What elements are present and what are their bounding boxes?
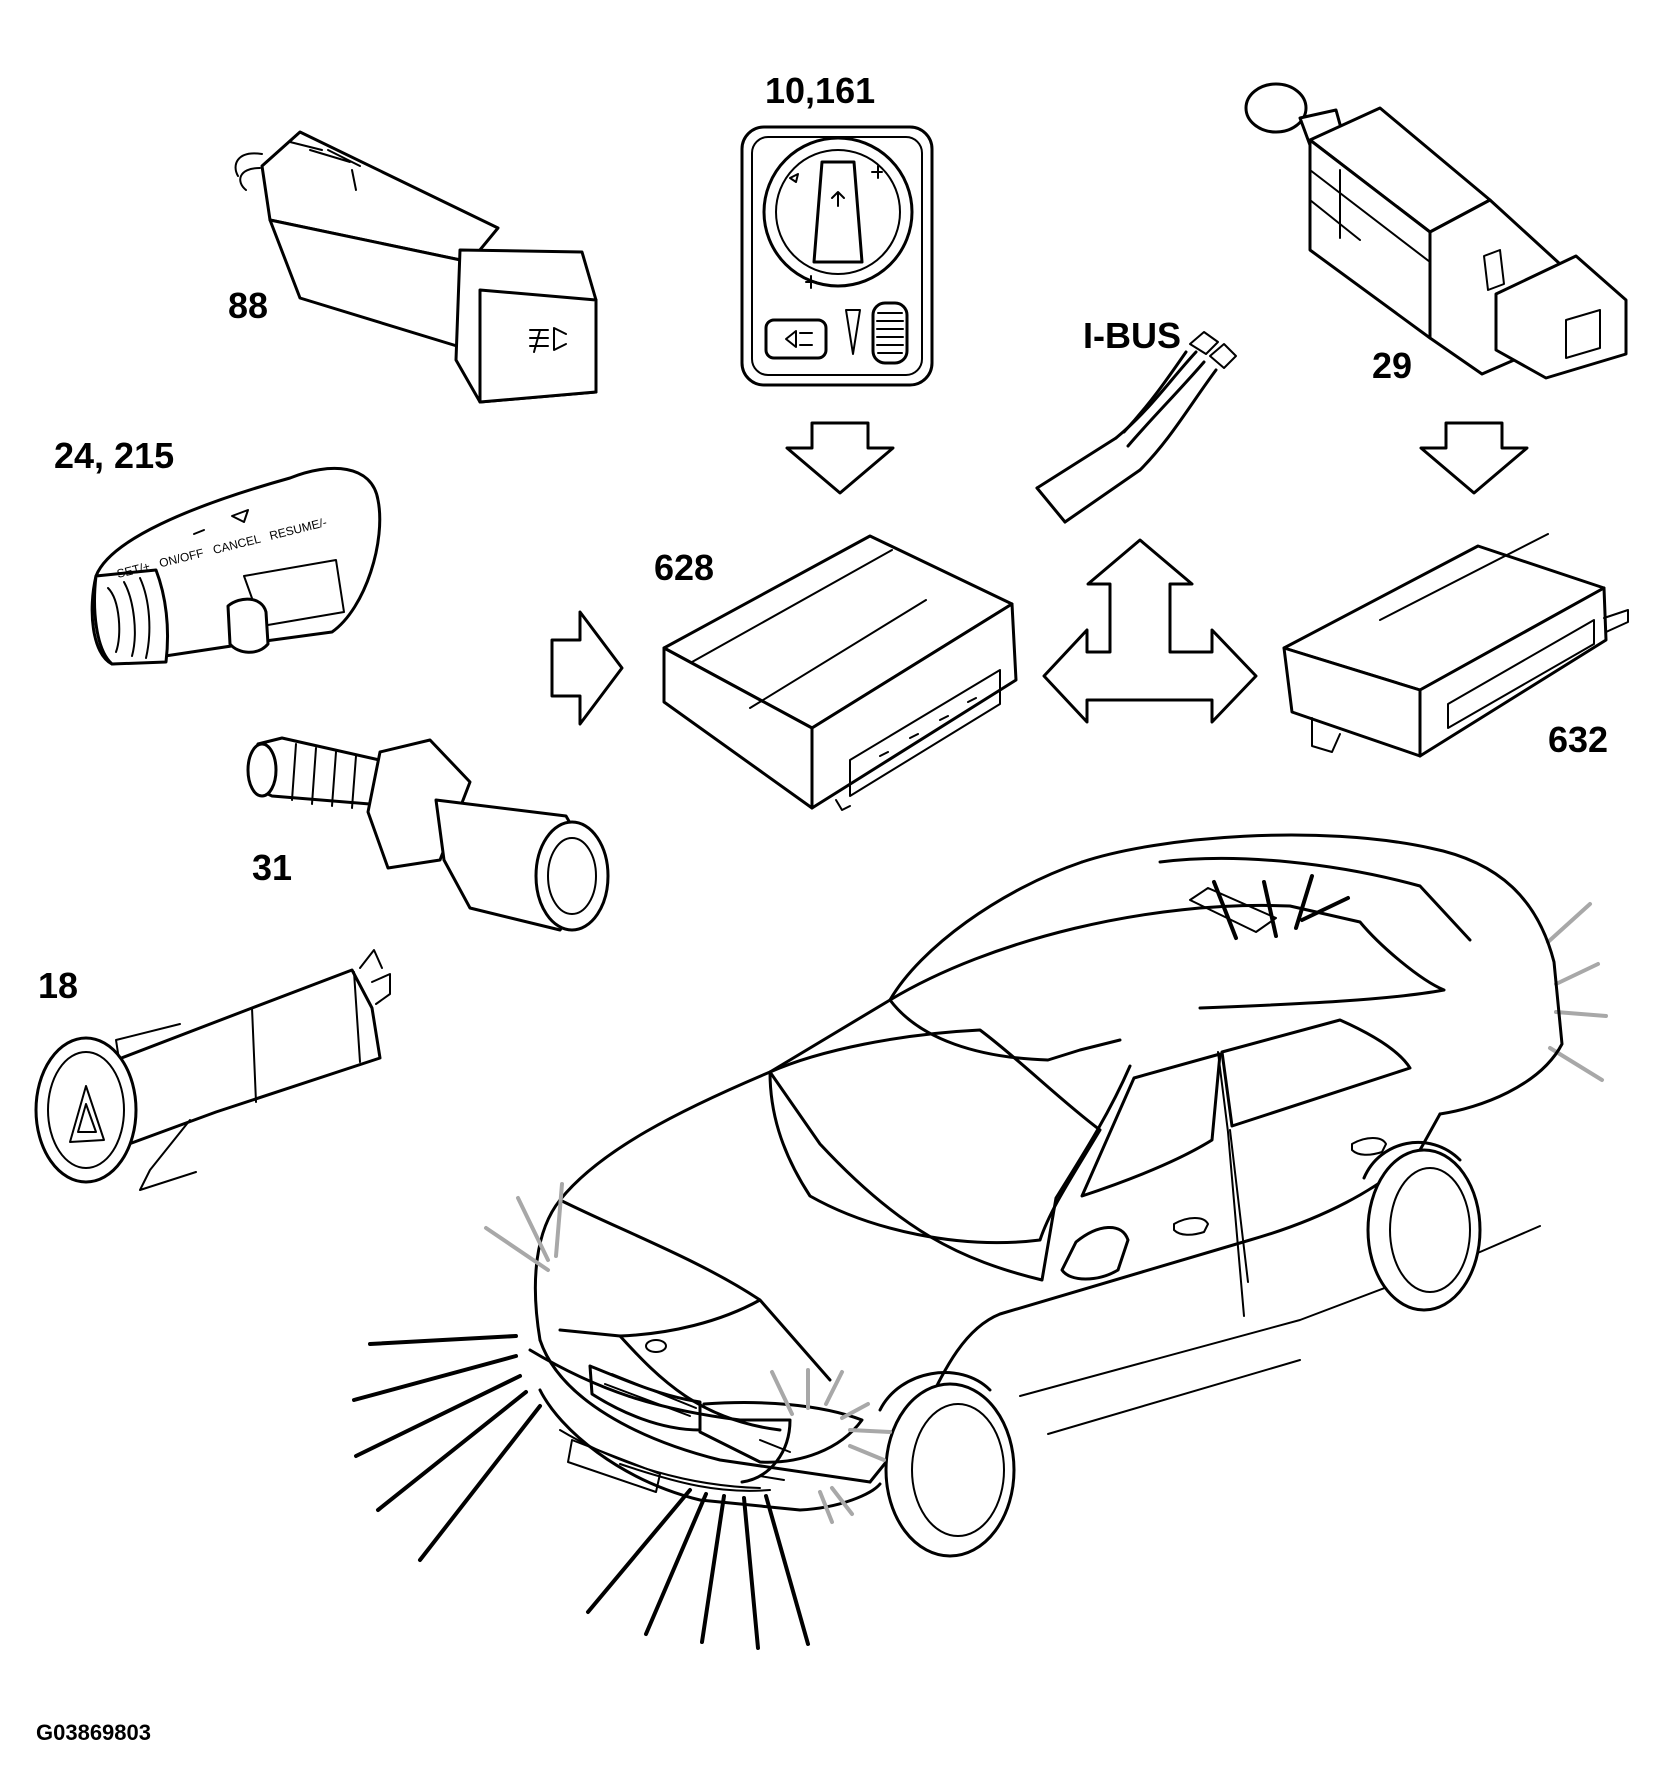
label-fog-switch: 88: [228, 285, 268, 326]
label-light-switch: 10,161: [765, 70, 875, 111]
front-light-rays-left: [352, 1334, 542, 1562]
brake-light-switch: [1244, 82, 1628, 380]
ecu-632-module: [1282, 533, 1629, 758]
figure-code: G03869803: [36, 1720, 151, 1745]
reverse-light-switch: [246, 736, 610, 932]
label-main-ecu: 628: [654, 547, 714, 588]
hazard-switch: [34, 949, 391, 1191]
fog-light-switch: [234, 130, 598, 404]
indicator-rays: [484, 1182, 892, 1524]
tri-arrow-ecus: [1042, 538, 1258, 724]
label-ibus: I-BUS: [1083, 315, 1181, 356]
front-light-rays-bottom: [586, 1488, 810, 1650]
rear-light-rays: [1546, 902, 1608, 1082]
label-stalk: 24, 215: [54, 435, 174, 476]
arrow-right-into-ecu: [550, 610, 624, 726]
ibus-cable: [1035, 331, 1237, 524]
car-illustration: [352, 833, 1608, 1650]
label-ecu-632: 632: [1548, 719, 1608, 760]
label-brake-switch: 29: [1372, 345, 1412, 386]
arrow-down-brake-switch: [1419, 421, 1529, 495]
arrow-down-light-switch: [785, 421, 895, 495]
label-hazard-switch: 18: [38, 965, 78, 1006]
main-ecu-module: [662, 534, 1018, 811]
light-switch-panel: [740, 125, 934, 387]
label-reverse-switch: 31: [252, 847, 292, 888]
steering-stalk: SET/+ ON/OFF CANCEL RESUME/-: [90, 467, 382, 666]
